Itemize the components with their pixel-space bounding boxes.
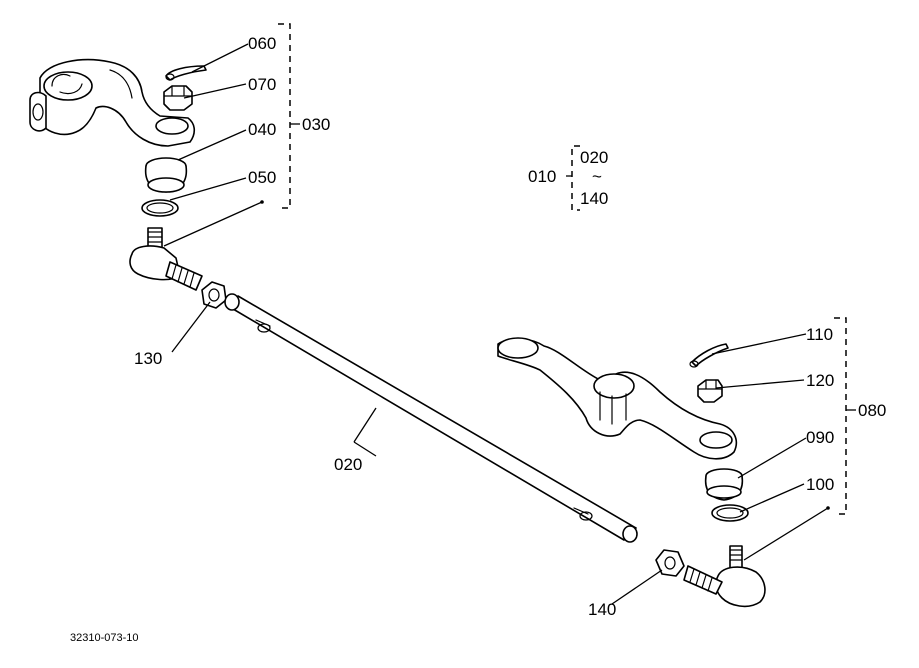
lock-nut-130 [201, 281, 227, 309]
callout-010: 010 [528, 167, 556, 186]
callout-120: 120 [806, 371, 834, 390]
callout-040: 040 [248, 120, 276, 139]
clip-ring-100 [711, 504, 749, 522]
callout-110: 110 [806, 325, 833, 344]
callout-050: 050 [248, 168, 276, 187]
callout-090: 090 [806, 428, 834, 447]
right-tie-rod-end [683, 545, 766, 608]
drawing-code: 32310-073-10 [70, 632, 139, 644]
dust-cover-090 [704, 468, 744, 501]
right-knuckle-arm [497, 337, 738, 460]
left-knuckle-arm [29, 58, 196, 147]
cotter-pin-110 [689, 343, 729, 368]
callout-030: 030 [302, 115, 330, 134]
castle-nut-070 [163, 85, 193, 111]
callout-020-range-start: 020 [580, 148, 608, 167]
lock-nut-140 [655, 549, 685, 577]
callout-140: 140 [588, 600, 616, 619]
dust-cover-040 [144, 157, 188, 193]
left-tie-rod-end [129, 227, 203, 291]
callout-range-tilde: ~ [592, 167, 602, 186]
tie-rod-020 [224, 293, 638, 543]
callout-070: 070 [248, 75, 276, 94]
callout-100: 100 [806, 475, 834, 494]
leader-lines [163, 43, 830, 605]
callout-020: 020 [334, 455, 362, 474]
callout-060: 060 [248, 34, 276, 53]
callout-labels: 060 070 040 050 030 010 020 ~ 140 130 02… [70, 34, 886, 644]
group-brackets [278, 23, 856, 515]
clip-ring-050 [141, 199, 179, 217]
callout-130: 130 [134, 349, 162, 368]
castle-nut-120 [697, 379, 723, 403]
callout-080: 080 [858, 401, 886, 420]
callout-140-range-end: 140 [580, 189, 608, 208]
